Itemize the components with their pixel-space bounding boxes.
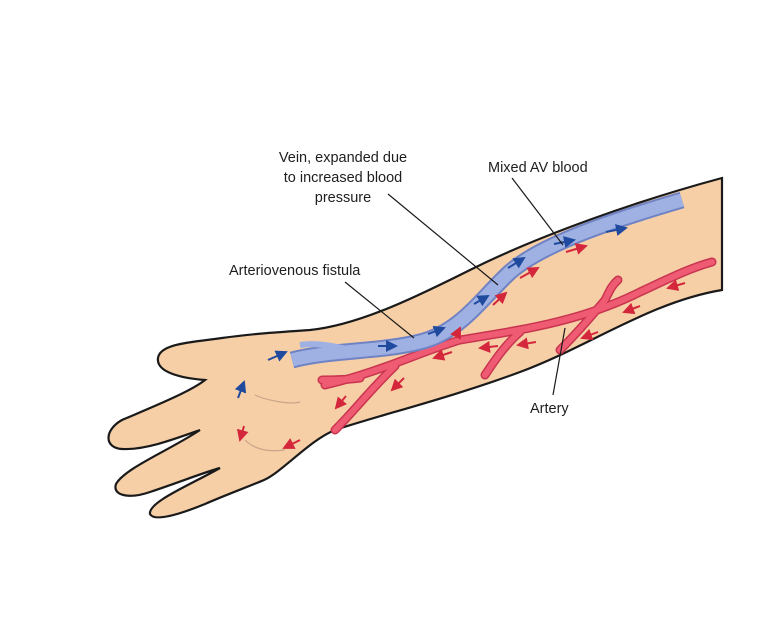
fistula-leader: [344, 281, 415, 339]
artery-leader: [552, 327, 566, 396]
artery-label: Artery: [530, 401, 569, 417]
artery: [317, 257, 717, 435]
vein-label-line1: Vein, expanded due: [279, 150, 407, 166]
vein-leader: [387, 193, 499, 286]
red-arrow: [519, 267, 540, 279]
mixed-leader: [511, 177, 564, 246]
leader-lines: [344, 177, 566, 396]
blue-arrow: [605, 224, 628, 236]
blood-flow-arrows: [234, 224, 686, 449]
red-arrow: [390, 377, 405, 392]
blue-arrow: [234, 380, 247, 399]
red-arrow: [334, 395, 348, 410]
wrist-crease: [244, 394, 301, 452]
red-arrow: [282, 438, 301, 449]
red-arrow: [580, 328, 599, 341]
red-arrow: [516, 337, 537, 350]
blue-arrow: [553, 236, 576, 248]
red-arrow: [622, 302, 641, 315]
red-arrow: [432, 349, 453, 361]
red-arrow: [236, 425, 249, 442]
red-arrow: [666, 279, 686, 291]
red-arrow: [492, 291, 508, 306]
blue-arrow: [427, 325, 446, 338]
blue-arrow: [267, 350, 288, 362]
red-arrow: [478, 340, 499, 353]
vein: [289, 191, 685, 369]
red-arrow: [450, 326, 461, 340]
vein-label-line3: pressure: [315, 190, 371, 206]
red-arrow: [565, 243, 588, 255]
blue-arrow: [473, 295, 490, 307]
blue-arrow: [507, 256, 526, 269]
vein-label-line2: to increased blood: [284, 170, 403, 186]
fistula-label: Arteriovenous fistula: [229, 263, 361, 279]
mixed-av-blood-label: Mixed AV blood: [488, 160, 588, 176]
